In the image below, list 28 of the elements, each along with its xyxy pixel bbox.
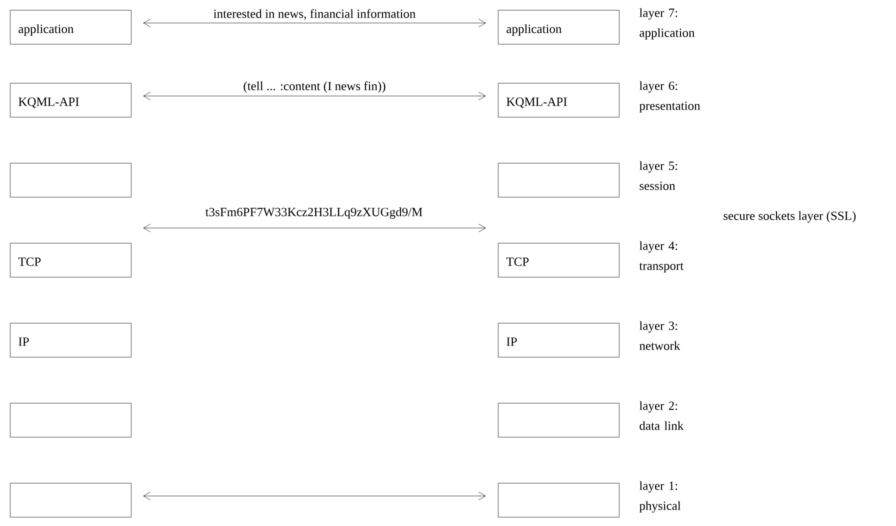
edge-label: (tell ... :content (I news fin)) [242,80,387,94]
layer-label: layer 6: presentation [639,81,700,113]
arrow [143,18,486,28]
layer-label: layer 5: session [639,161,678,190]
empty-box [10,163,132,198]
layer-box: KQML-API [498,83,620,118]
arrow [143,92,486,100]
edge-label: interested in news, financial information [212,8,417,21]
layer-label: secure sockets layer (SSL) [724,211,856,223]
layer-box: application [498,10,620,44]
layer-box: TCP [498,243,620,278]
empty-box [498,483,620,518]
layer-box: KQML-API [10,83,132,118]
arrow-label: t3sFm6PF7W33Kcz2H3LLq9zXUGgd9/M [205,207,422,219]
layer-box: application [10,10,132,44]
empty-box [10,483,132,518]
empty-box [498,403,620,438]
layer-label: layer 4: transport [639,241,684,273]
arrow [143,492,486,500]
layer-box: IP [10,323,132,358]
layer-label: layer 3: network [639,321,680,350]
layer-label: layer 1: physical [639,481,681,513]
layer-box: IP [498,323,620,358]
layer-label: layer 2: data link [639,401,684,430]
layer-label: layer 7: application [639,8,695,40]
empty-box [498,163,620,198]
layer-box: TCP [10,243,132,278]
empty-box [10,403,132,438]
